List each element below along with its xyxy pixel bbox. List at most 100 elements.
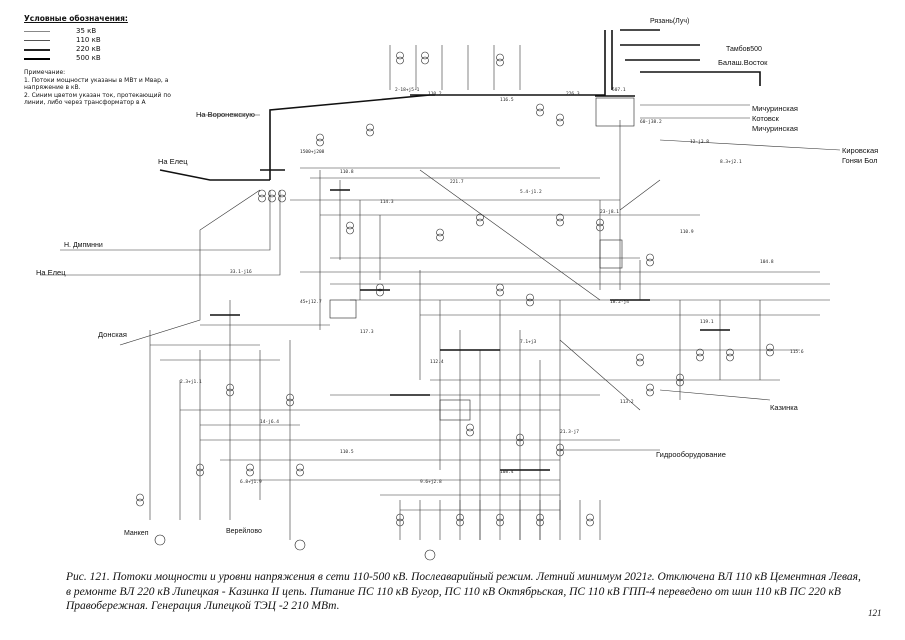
transformer-winding <box>536 103 544 112</box>
transformer-winding <box>196 463 204 472</box>
transformer-winding <box>556 443 564 452</box>
transformer-winding <box>366 128 374 137</box>
transformer-winding <box>586 513 594 522</box>
line-110kv-diagonal <box>419 169 601 301</box>
flow-readout: 18.2-j4 <box>610 300 629 305</box>
label-tambov500: Тамбов500 <box>726 46 762 53</box>
flow-readout: 113.2 <box>620 400 634 405</box>
transformer-winding <box>636 353 644 362</box>
transformer-winding <box>676 373 684 382</box>
substation-block <box>439 399 471 421</box>
flow-readout: 507.1 <box>612 88 626 93</box>
label-na-voronezhskuyu: На Воронежскую <box>196 110 255 119</box>
transformer-winding <box>636 358 644 367</box>
flow-readout: 8.3+j2.1 <box>720 160 742 165</box>
legend-label: 500 кВ <box>76 54 101 62</box>
flow-readout: 2.3+j1.1 <box>180 380 202 385</box>
legend-line-sample <box>24 48 50 51</box>
line-110kv-diagonal <box>619 179 661 211</box>
legend-label: 220 кВ <box>76 45 101 53</box>
transformer-winding <box>646 258 654 267</box>
line-220kv-elets <box>40 190 281 276</box>
flow-readout: 23-j8.1 <box>600 210 619 215</box>
transformer-winding <box>278 189 286 198</box>
transformer-winding <box>516 433 524 442</box>
flow-readout: 119.1 <box>700 320 714 325</box>
transformer-winding <box>526 298 534 307</box>
label-michurinskaya-1: Мичуринская <box>752 104 798 113</box>
transformer-winding <box>316 138 324 147</box>
transformer-winding <box>196 468 204 477</box>
transformer-winding <box>246 463 254 472</box>
flow-readout: 45+j12.7 <box>300 300 322 305</box>
transformer-winding <box>536 108 544 117</box>
flow-readout: 104.8 <box>760 260 774 265</box>
line-220kv-kirovskaya <box>659 139 841 151</box>
flow-readout: 21.3-j7 <box>560 430 579 435</box>
transformer-winding <box>646 388 654 397</box>
legend-label: 35 кВ <box>76 27 97 35</box>
flow-readout: 7.1+j3 <box>520 340 537 345</box>
transformer-winding <box>366 123 374 132</box>
transformer-winding <box>346 221 354 230</box>
transformer-winding <box>226 388 234 397</box>
transformer-winding <box>596 223 604 232</box>
substation-block <box>599 239 623 269</box>
flow-readout: 110.9 <box>680 230 694 235</box>
transformer-winding <box>516 438 524 447</box>
label-gonyai-bol: Гоняи Бол <box>842 156 878 165</box>
label-vereilovo: Верейлово <box>226 528 262 535</box>
legend-note: Примечание: 1. Потоки мощности указаны в… <box>24 69 171 106</box>
transformer-winding <box>526 293 534 302</box>
transformer-winding <box>258 194 266 203</box>
label-n-dmpmnni: Н. Дмпмнни <box>64 242 103 249</box>
line-220kv-donskaya <box>119 189 261 346</box>
flow-readout: 1500+j208 <box>300 150 325 155</box>
line-110kv-kazinka <box>659 389 771 401</box>
transformer-winding <box>436 233 444 242</box>
transformer-winding <box>278 194 286 203</box>
page-number: 121 <box>868 608 882 618</box>
line-500kv-east <box>640 71 761 86</box>
legend-row: 35 кВ <box>24 27 174 36</box>
transformer-winding <box>376 288 384 297</box>
transformer-winding <box>476 218 484 227</box>
legend-label: 110 кВ <box>76 36 101 44</box>
legend-line-sample <box>24 57 50 60</box>
transformer-winding <box>136 493 144 502</box>
flow-readout: 117.3 <box>360 330 374 335</box>
transformer-winding <box>596 218 604 227</box>
transformer-winding <box>496 513 504 522</box>
figure-caption: Рис. 121. Потоки мощности и уровни напря… <box>66 571 861 612</box>
flow-readout: 5.4-j1.2 <box>520 190 542 195</box>
transformer-winding <box>766 348 774 357</box>
transformer-winding <box>646 383 654 392</box>
transformer-winding <box>396 513 404 522</box>
label-gidrooborudovanie: Гидрооборудование <box>656 450 726 459</box>
transformer-winding <box>496 58 504 67</box>
transformer-winding <box>696 348 704 357</box>
flow-readout: 226.3 <box>566 92 580 97</box>
flow-readout: 112.4 <box>430 360 444 365</box>
flow-readout: 6.8+j1.9 <box>240 480 262 485</box>
label-balash-vostok: Балаш.Восток <box>718 58 768 67</box>
transformer-winding <box>296 463 304 472</box>
transformer-winding <box>466 428 474 437</box>
line-500kv-trunk <box>269 30 606 180</box>
transformer-winding <box>496 288 504 297</box>
substation-block <box>595 97 635 127</box>
line-110kv-diagonal <box>559 339 641 411</box>
flow-readout: 110.2 <box>428 92 442 97</box>
transformer-winding <box>346 226 354 235</box>
legend-line-sample <box>24 40 50 41</box>
label-michurinskaya-2: Мичуринская <box>752 124 798 133</box>
transformer-winding <box>396 518 404 527</box>
transformer-winding <box>421 51 429 60</box>
transformer-winding <box>396 51 404 60</box>
transformer-winding <box>268 189 276 198</box>
transformer-winding <box>726 348 734 357</box>
legend-row: 500 кВ <box>24 54 174 63</box>
transformer-winding <box>466 423 474 432</box>
flow-readout: 116.5 <box>500 98 514 103</box>
